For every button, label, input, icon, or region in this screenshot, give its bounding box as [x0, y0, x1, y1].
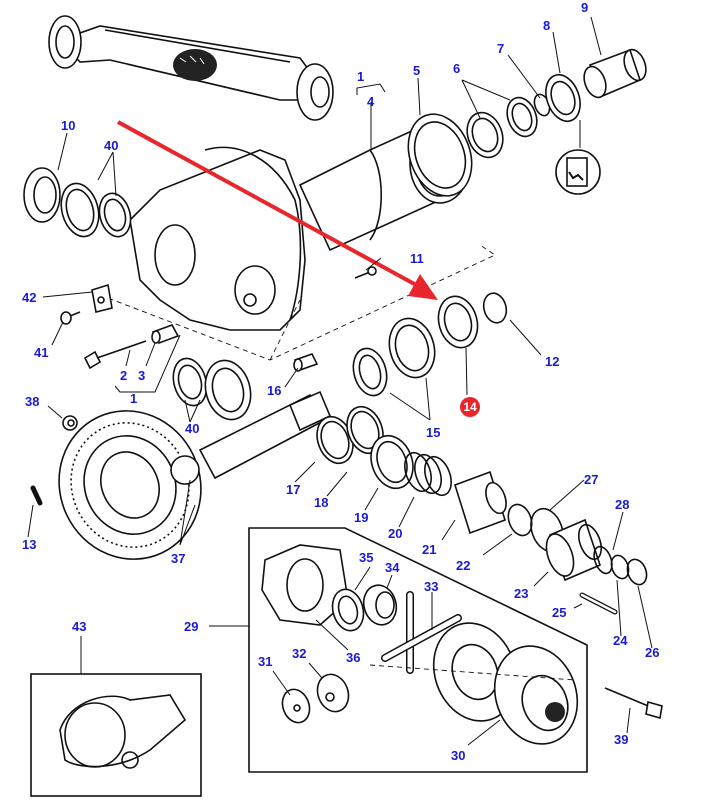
- callout-21: 21: [422, 542, 436, 557]
- coupling-21-illustration: [454, 470, 507, 535]
- callout-36: 36: [346, 650, 360, 665]
- nut-10-illustration: [23, 167, 61, 223]
- fitting-11-illustration: [354, 266, 377, 279]
- circlip-26-illustration: [626, 558, 648, 586]
- crown-wheel-37-illustration: [58, 410, 202, 560]
- sleeve-9-illustration: [583, 48, 647, 99]
- callout-8: 8: [543, 18, 550, 33]
- callout-15: 15: [426, 425, 440, 440]
- callout-29: 29: [184, 619, 198, 634]
- callout-12: 12: [545, 354, 559, 369]
- nut-38-illustration: [62, 415, 78, 431]
- callout-32: 32: [292, 646, 306, 661]
- sleeve-3-illustration: [151, 324, 180, 344]
- callout-27: 27: [584, 472, 598, 487]
- callout-31: 31: [258, 654, 272, 669]
- callout-2: 2: [120, 368, 127, 383]
- callout-5: 5: [413, 63, 420, 78]
- callout-26: 26: [645, 645, 659, 660]
- bearing-40-lower-illustration: [172, 357, 252, 421]
- bolt-41-illustration: [60, 311, 81, 325]
- gear-32-illustration: [316, 673, 350, 713]
- cover-30-illustration: [493, 645, 579, 745]
- grease-icon: [555, 120, 601, 195]
- bearing-6-illustration: [466, 96, 538, 159]
- callout-37: 37: [171, 551, 185, 566]
- shafts-33-illustration: [381, 591, 462, 674]
- callout-14: 14: [463, 400, 477, 414]
- callout-6: 6: [453, 61, 460, 76]
- callout-30: 30: [451, 748, 465, 763]
- thrust-washer-35-illustration: [331, 588, 365, 632]
- seal-8-illustration: [545, 73, 581, 123]
- callout-39: 39: [614, 732, 628, 747]
- bracket-42-illustration: [91, 283, 113, 313]
- callout-24: 24: [613, 633, 628, 648]
- callout-42: 42: [22, 290, 36, 305]
- shims-17-20-illustration: [316, 405, 452, 497]
- callout-33: 33: [424, 579, 438, 594]
- callout-20: 20: [388, 526, 402, 541]
- pin-13-illustration: [30, 485, 43, 506]
- bearing-40-upper-illustration: [60, 182, 132, 238]
- callout-1-lower: 1: [130, 391, 137, 406]
- callout-18: 18: [314, 495, 328, 510]
- callout-23: 23: [514, 586, 528, 601]
- axle-overview-illustration: [48, 15, 334, 121]
- callout-28: 28: [615, 497, 629, 512]
- hub-23-illustration: [545, 518, 603, 582]
- seal-22-illustration: [507, 503, 533, 537]
- callout-13: 13: [22, 537, 36, 552]
- callout-25: 25: [552, 605, 566, 620]
- callout-40-upper: 40: [104, 138, 118, 153]
- gear-34-illustration: [362, 584, 398, 626]
- callout-1: 1: [357, 69, 364, 84]
- callout-17: 17: [286, 482, 300, 497]
- seal-5-illustration: [407, 113, 473, 197]
- circlip-12-illustration: [482, 292, 508, 324]
- pin-25-illustration: [579, 592, 618, 615]
- callout-4: 4: [367, 94, 375, 109]
- assembly-43-inset: [30, 673, 202, 797]
- callout-9: 9: [581, 0, 588, 15]
- bolt-2-illustration: [83, 340, 147, 370]
- differential-kit-frame: [248, 527, 588, 773]
- callout-11: 11: [410, 251, 424, 266]
- callout-35: 35: [359, 550, 373, 565]
- callout-40-lower: 40: [185, 421, 199, 436]
- sleeve-16-illustration: [293, 353, 319, 372]
- leader-lines: [27, 16, 653, 746]
- callout-43: 43: [72, 619, 86, 634]
- washer-31-illustration: [281, 688, 311, 724]
- callout-34: 34: [385, 560, 400, 575]
- bearing-15-illustration: [352, 317, 436, 397]
- callout-22: 22: [456, 558, 470, 573]
- callout-labels: 1 4 5 6 7 8 9 10 40 11 42 41 2 3 1 16 12…: [22, 0, 659, 763]
- callout-19: 19: [354, 510, 368, 525]
- callout-38: 38: [25, 394, 39, 409]
- assembly-outline: [99, 244, 496, 361]
- bolt-39-illustration: [604, 687, 663, 720]
- callout-3: 3: [138, 368, 145, 383]
- ring-14-illustration[interactable]: [433, 292, 483, 352]
- callout-16: 16: [267, 383, 281, 398]
- callout-7: 7: [497, 41, 504, 56]
- highlight-badge-14[interactable]: 14: [460, 397, 480, 417]
- highlight-arrow: [117, 120, 438, 300]
- callout-10: 10: [61, 118, 75, 133]
- callout-41: 41: [34, 345, 48, 360]
- seal-28-illustration: [593, 545, 613, 575]
